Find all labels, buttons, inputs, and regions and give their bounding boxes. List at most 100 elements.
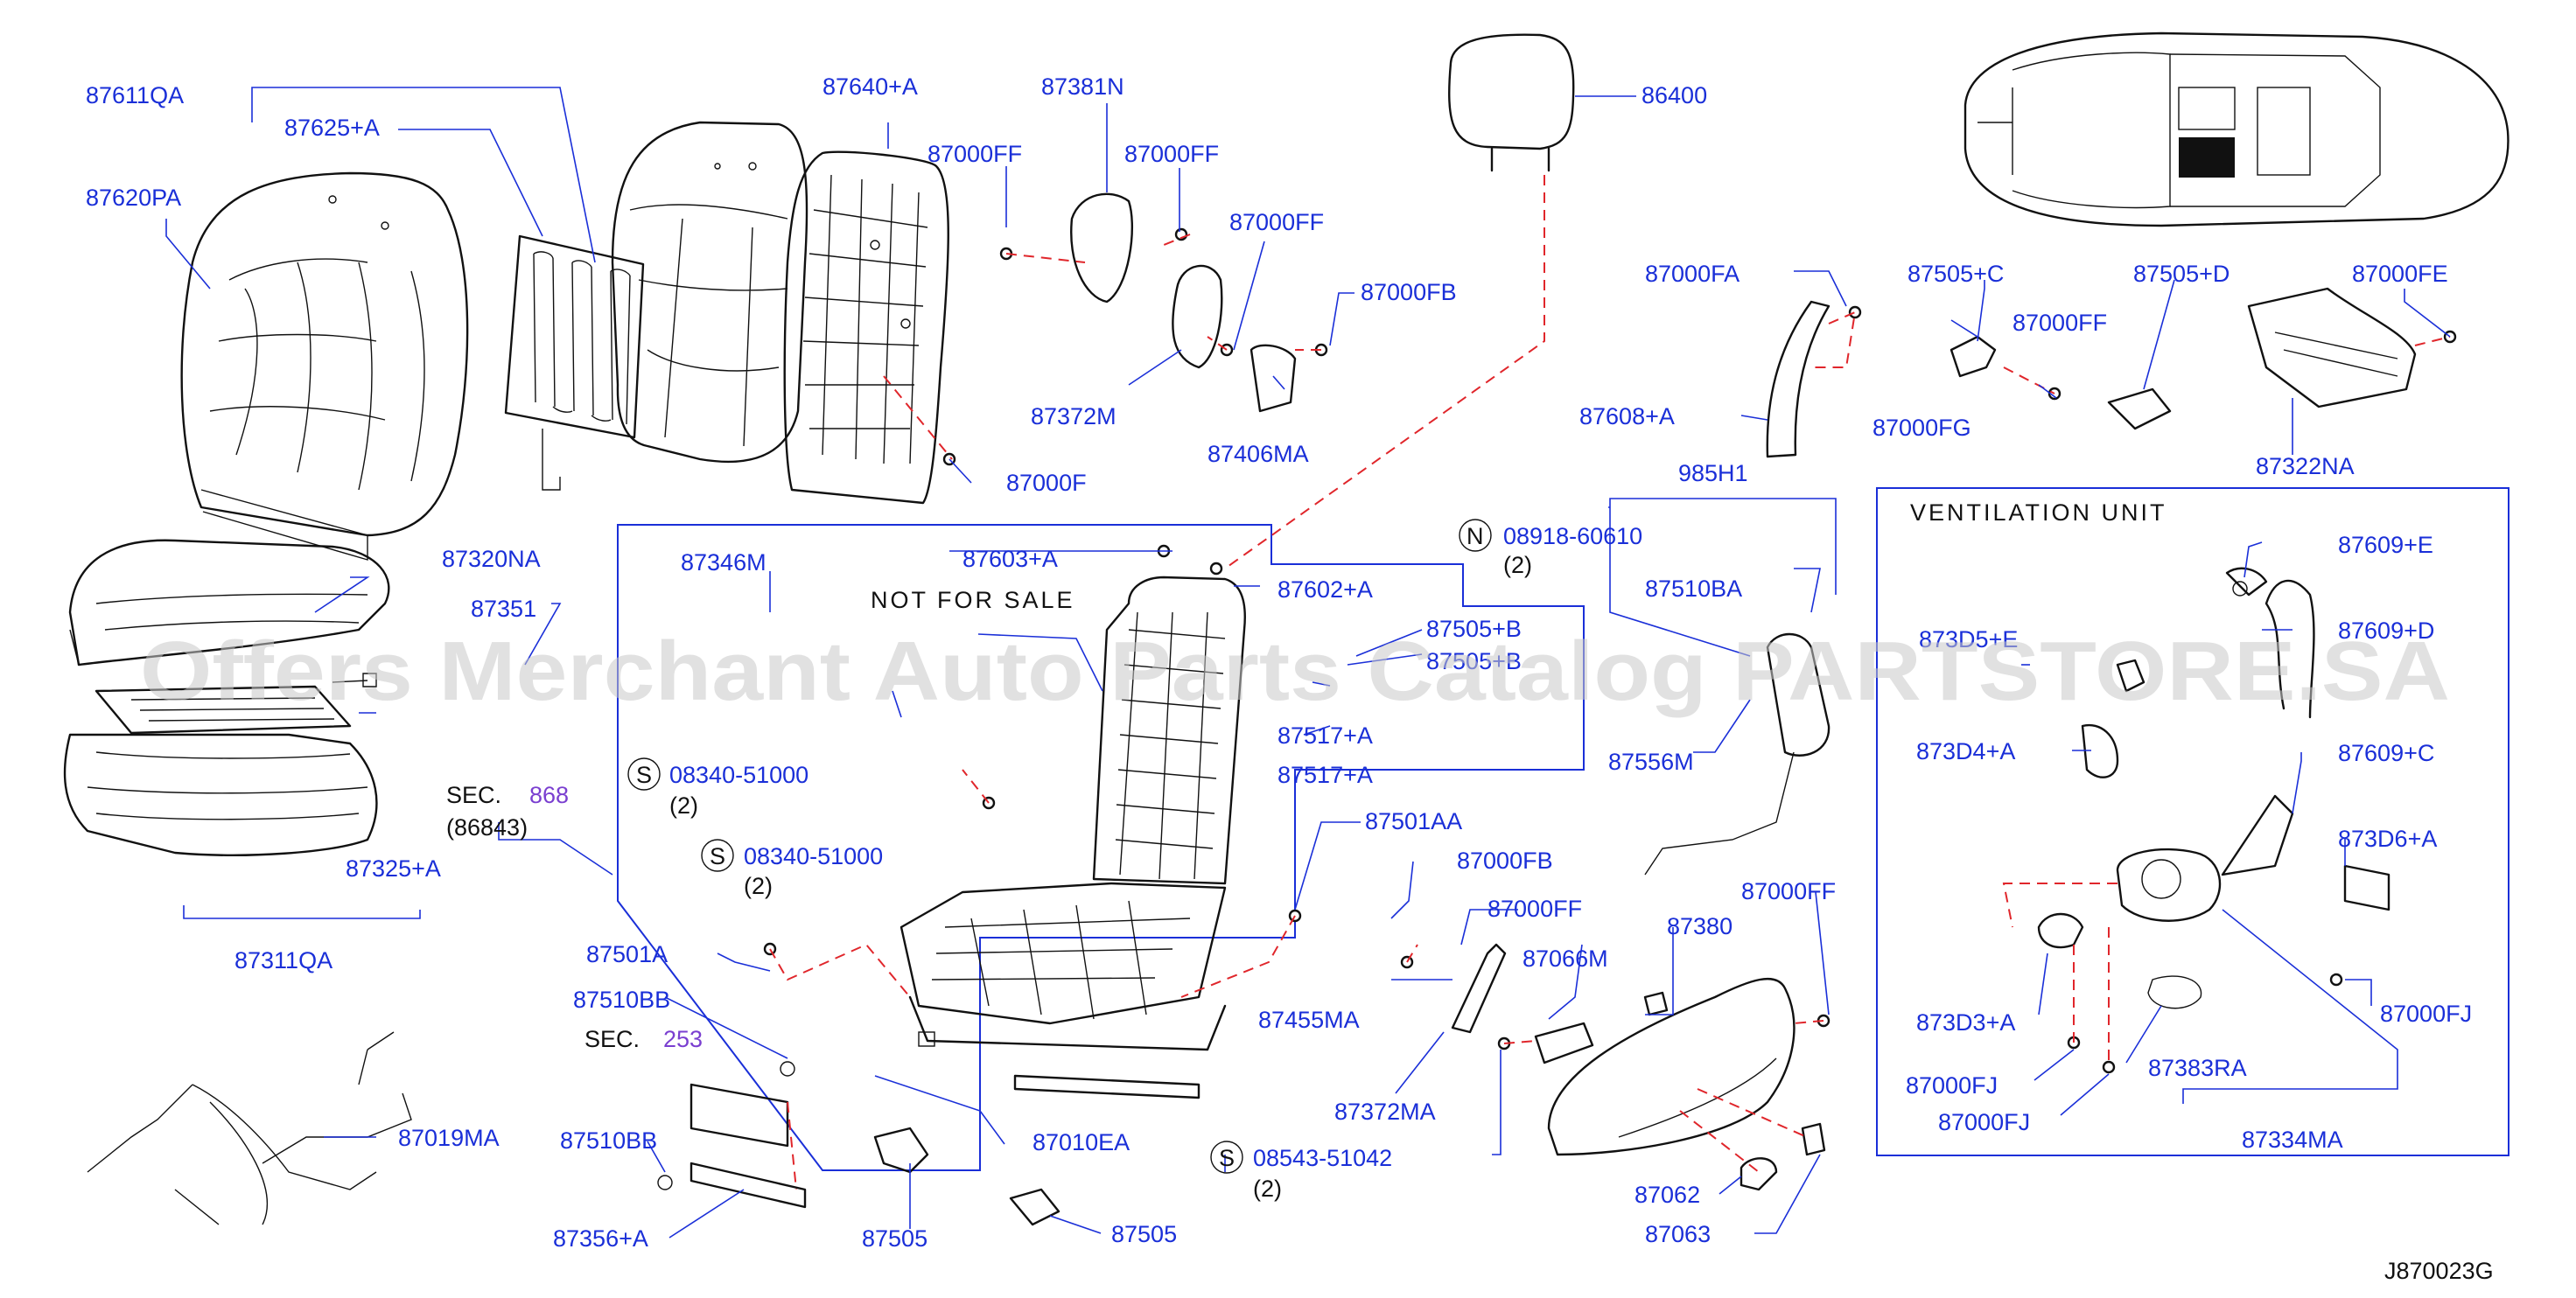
label-87505B[interactable]: 87505+B [1426,616,1522,642]
label-87000FF-d[interactable]: 87000FF [2012,310,2107,336]
label-87625A[interactable]: 87625+A [284,115,380,141]
label-87356A[interactable]: 87356+A [553,1225,648,1252]
label-87640A[interactable]: 87640+A [822,73,918,100]
seat-frame-87010EA [900,576,1246,1099]
label-87501AA[interactable]: 87501AA [1365,808,1462,834]
label-87351[interactable]: 87351 [471,596,536,622]
sec-ref-1-num[interactable]: 868 [529,782,569,808]
sec-ref-1: SEC. [446,782,501,808]
label-87063[interactable]: 87063 [1645,1221,1711,1247]
label-87000FE[interactable]: 87000FE [2352,261,2448,287]
seatback-heater-87625A [504,234,645,491]
label-08340-b-qty: (2) [744,873,773,899]
label-87517A-b[interactable]: 87517+A [1278,762,1373,788]
label-87322NA[interactable]: 87322NA [2256,453,2355,479]
label-873D6A[interactable]: 873D6+A [2338,826,2437,852]
label-87556M[interactable]: 87556M [1608,749,1694,775]
cover-87406MA [1250,344,1297,413]
label-87010EA[interactable]: 87010EA [1032,1129,1130,1155]
cushion-heater-87325A [94,673,377,735]
callout-n: N [1466,523,1484,549]
label-87510BB-a[interactable]: 87510BB [573,987,670,1013]
side-airbag-985H1 [1644,632,1830,876]
label-87501A[interactable]: 87501A [586,941,668,967]
label-87406MA[interactable]: 87406MA [1208,441,1309,467]
bracket-87505D [2107,387,2172,430]
label-87000FA[interactable]: 87000FA [1645,261,1740,287]
label-08918-60610[interactable]: 08918-60610 [1503,523,1642,549]
diagram-code: J870023G [2384,1258,2494,1284]
label-87505D[interactable]: 87505+D [2133,261,2230,287]
sec-ref-1-sub: (86843) [446,814,528,841]
label-87505B-2[interactable]: 87505+B [1426,648,1522,674]
seatback-cover-87620PA [180,171,469,561]
label-87510BB-b[interactable]: 87510BB [560,1127,657,1154]
bracket-87322NA [2247,287,2417,408]
label-87000F[interactable]: 87000F [1006,470,1087,496]
seatback-board-87640A [783,150,949,505]
label-87609C[interactable]: 87609+C [2338,740,2434,766]
label-87062[interactable]: 87062 [1634,1182,1700,1208]
label-87505C[interactable]: 87505+C [1908,261,2004,287]
label-87000FJ-c[interactable]: 87000FJ [1938,1109,2030,1135]
label-87505-b[interactable]: 87505 [1111,1221,1177,1247]
label-87505-a[interactable]: 87505 [862,1225,928,1252]
label-87380[interactable]: 87380 [1667,913,1732,939]
label-87000FF-f[interactable]: 87000FF [1741,878,1836,904]
label-87000FF-a[interactable]: 87000FF [928,141,1022,167]
label-87372M[interactable]: 87372M [1031,403,1116,429]
label-87383RA[interactable]: 87383RA [2148,1055,2247,1081]
label-87372MA[interactable]: 87372MA [1334,1099,1436,1125]
label-87000FJ-a[interactable]: 87000FJ [2380,1001,2472,1027]
label-87603A[interactable]: 87603+A [962,546,1058,572]
label-87000FB-a[interactable]: 87000FB [1361,279,1457,305]
ventilation-unit-box [1876,487,2510,1156]
label-87066M[interactable]: 87066M [1522,946,1608,972]
label-873D3A[interactable]: 873D3+A [1916,1009,2015,1036]
label-87311QA[interactable]: 87311QA [234,947,332,974]
harness-87019MA [87,1031,412,1225]
side-cover-87380 [1547,977,1796,1156]
label-985H1[interactable]: 985H1 [1678,460,1748,486]
label-87000FF-e[interactable]: 87000FF [1488,896,1582,922]
recliner-cover-87372MA [1451,943,1507,1034]
label-87000FB-b[interactable]: 87000FB [1457,848,1553,874]
car-top-view [1964,31,2510,227]
label-08918-qty: (2) [1503,552,1532,578]
label-87000FF-c[interactable]: 87000FF [1229,209,1324,235]
label-87510BA[interactable]: 87510BA [1645,576,1742,602]
label-87602A[interactable]: 87602+A [1278,576,1373,603]
watermark: Offers Merchant Auto Parts Catalog PARTS… [140,625,2450,718]
lever-87062 [1740,1122,1826,1191]
label-87455MA[interactable]: 87455MA [1258,1007,1360,1033]
label-87320NA[interactable]: 87320NA [442,546,541,572]
seatback-pad-87611QA [611,121,808,464]
cushion-pad-87311QA [63,733,378,856]
label-87608A[interactable]: 87608+A [1579,403,1675,429]
label-08340-51000-a[interactable]: 08340-51000 [669,762,808,788]
seat-frame-group-box [617,524,1585,1171]
dashed-links [769,175,2451,1190]
label-87346M[interactable]: 87346M [681,549,766,576]
label-87000FJ-b[interactable]: 87000FJ [1906,1072,1998,1099]
label-87609E[interactable]: 87609+E [2338,532,2433,558]
label-87381N[interactable]: 87381N [1041,73,1124,100]
label-87325A[interactable]: 87325+A [346,855,441,882]
label-873D5E[interactable]: 873D5+E [1919,626,2018,652]
label-87000FF-b[interactable]: 87000FF [1124,141,1219,167]
label-87334MA[interactable]: 87334MA [2242,1127,2343,1153]
sec-ref-2-num[interactable]: 253 [663,1026,703,1052]
label-873D4A[interactable]: 873D4+A [1916,738,2015,764]
label-87620PA[interactable]: 87620PA [86,185,181,211]
label-87019MA[interactable]: 87019MA [398,1125,500,1151]
label-08340-51000-b[interactable]: 08340-51000 [744,843,883,869]
label-08543-51042[interactable]: 08543-51042 [1253,1145,1392,1171]
not-for-sale-note: NOT FOR SALE [871,587,1075,613]
label-87000FG[interactable]: 87000FG [1872,415,1971,441]
label-87609D[interactable]: 87609+D [2338,618,2434,644]
motor-87066M [1534,991,1669,1064]
label-87517A-a[interactable]: 87517+A [1278,722,1373,749]
knob-87381N [1070,192,1134,304]
label-86400[interactable]: 86400 [1642,82,1707,108]
label-87611QA[interactable]: 87611QA [86,82,184,108]
